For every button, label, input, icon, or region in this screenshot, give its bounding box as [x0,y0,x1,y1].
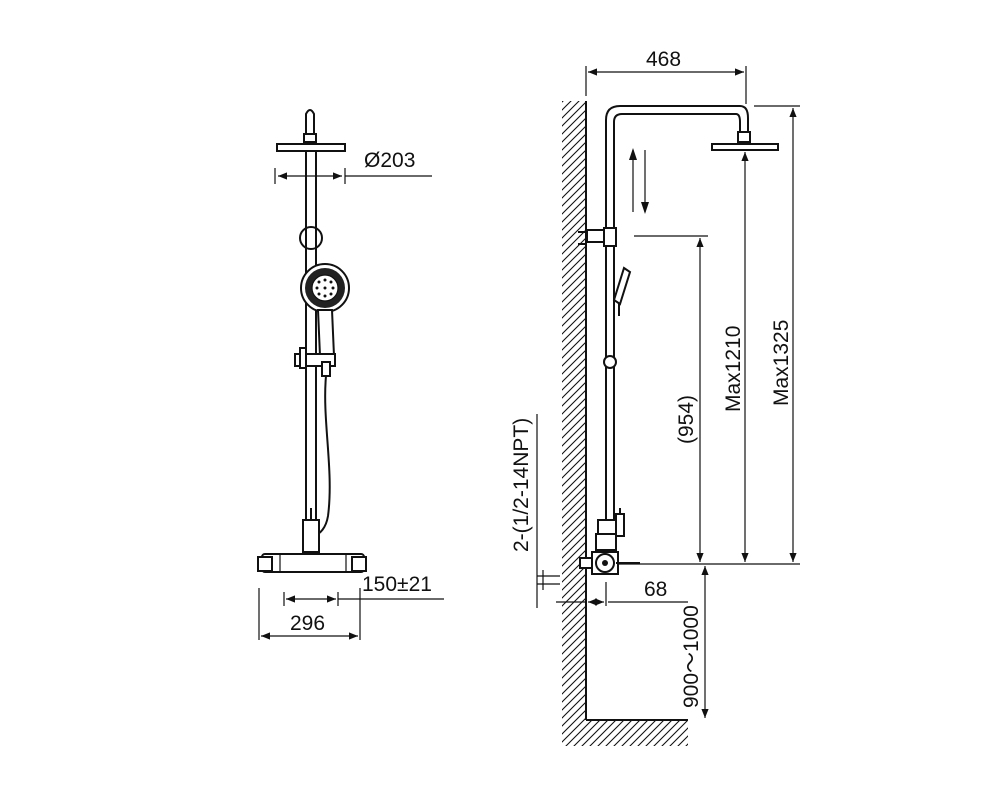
max-1325-label: Max1325 [770,320,793,406]
max-1210-label: Max1210 [722,326,745,412]
nozzle-dots [315,278,335,298]
dim-max-1210: Max1210 [722,152,749,562]
dim-mixer-width: 296 [258,588,361,640]
dim-wall-offset: 68 [556,578,688,606]
dim-slide-954: (954) [634,235,708,562]
dim-arm-length: 468 [585,48,747,104]
mixer-spacing-label: 150±21 [362,573,432,596]
head-diameter-label: Ø203 [364,149,415,172]
slide-954-label: (954) [675,395,698,444]
inlet-thread-label: 2-(1/2-14NPT) [510,418,533,552]
side-view [578,105,779,575]
wall-offset-label: 68 [644,578,667,601]
front-view [257,109,367,573]
mixer-width-label: 296 [290,612,325,635]
dim-head-diameter: Ø203 [274,149,432,184]
dim-inlet-thread: 2-(1/2-14NPT) [510,414,560,608]
install-height-label: 900～1000 [680,605,703,708]
dim-max-1325: Max1325 [618,105,800,565]
dim-install-height: 900～1000 [680,566,709,718]
wall-hatch [562,101,688,746]
arm-length-label: 468 [646,48,681,71]
dim-mixer-spacing: 150±21 [283,573,444,606]
